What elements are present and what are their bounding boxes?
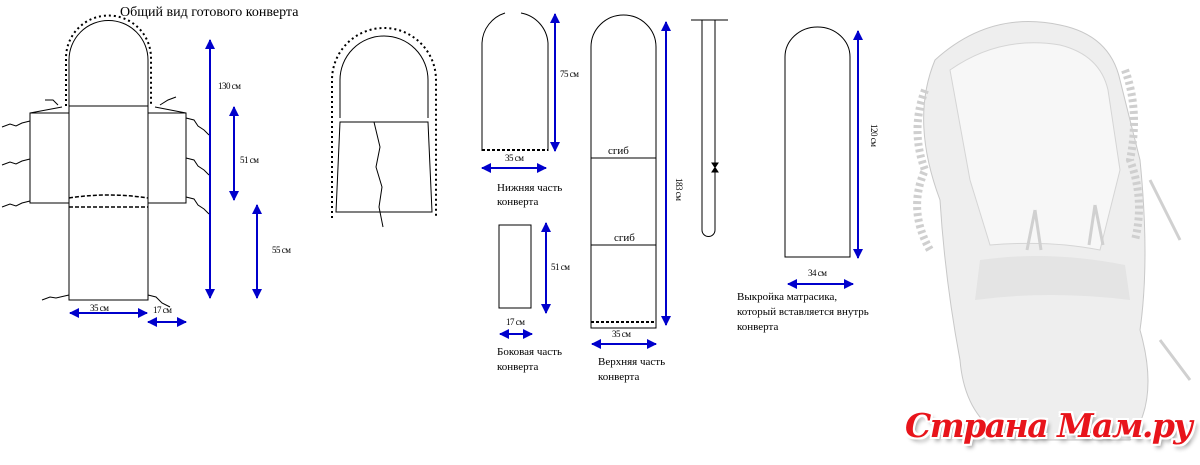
side-piece: [498, 224, 532, 309]
top-piece-label: Верхняя часть: [598, 356, 666, 368]
overview-envelope: [1, 14, 210, 308]
envelope-photo: [900, 0, 1200, 465]
overview-title: Общий вид готового конверта: [120, 5, 299, 20]
bottom-piece-label-2: конверта: [497, 196, 539, 208]
side-piece-label-2: конверта: [497, 361, 539, 373]
bottom-piece: [481, 12, 549, 151]
mattress-label-2: который вставляется внутрь: [737, 306, 869, 318]
envelope-hood-sketch: [331, 27, 437, 228]
top-piece-label-2: конверта: [598, 371, 640, 383]
dim-label-17: 17 см: [153, 305, 172, 315]
bottom-piece-label: Нижняя часть: [497, 182, 563, 194]
side-width-label: 17 см: [506, 317, 525, 327]
dim-label-55: 55 см: [272, 245, 291, 255]
dim-label-35: 35 см: [90, 303, 109, 313]
mattress-label-3: конверта: [737, 321, 779, 333]
mattress-height-label: 120 см: [869, 124, 879, 147]
mattress-piece: [784, 26, 851, 258]
side-height-label: 51 см: [551, 262, 570, 272]
watermark-logo: Страна Мам.ру: [905, 406, 1193, 445]
side-piece-label: Боковая часть: [497, 346, 562, 358]
mattress-width-label: 34 см: [808, 268, 827, 278]
top-piece: [590, 14, 657, 329]
fold-label-2: сгиб: [614, 232, 635, 244]
top-height-label: 183 см: [674, 178, 684, 201]
mattress-label: Выкройка матрасика,: [737, 291, 838, 303]
top-width-label: 35 см: [612, 329, 631, 339]
fold-label-1: сгиб: [608, 145, 629, 157]
tie-piece: [691, 19, 728, 237]
dim-label-130: 130 см: [218, 81, 241, 91]
bottom-height-label: 75 см: [560, 69, 579, 79]
dim-label-51: 51 см: [240, 155, 259, 165]
bottom-width-label: 35 см: [505, 153, 524, 163]
